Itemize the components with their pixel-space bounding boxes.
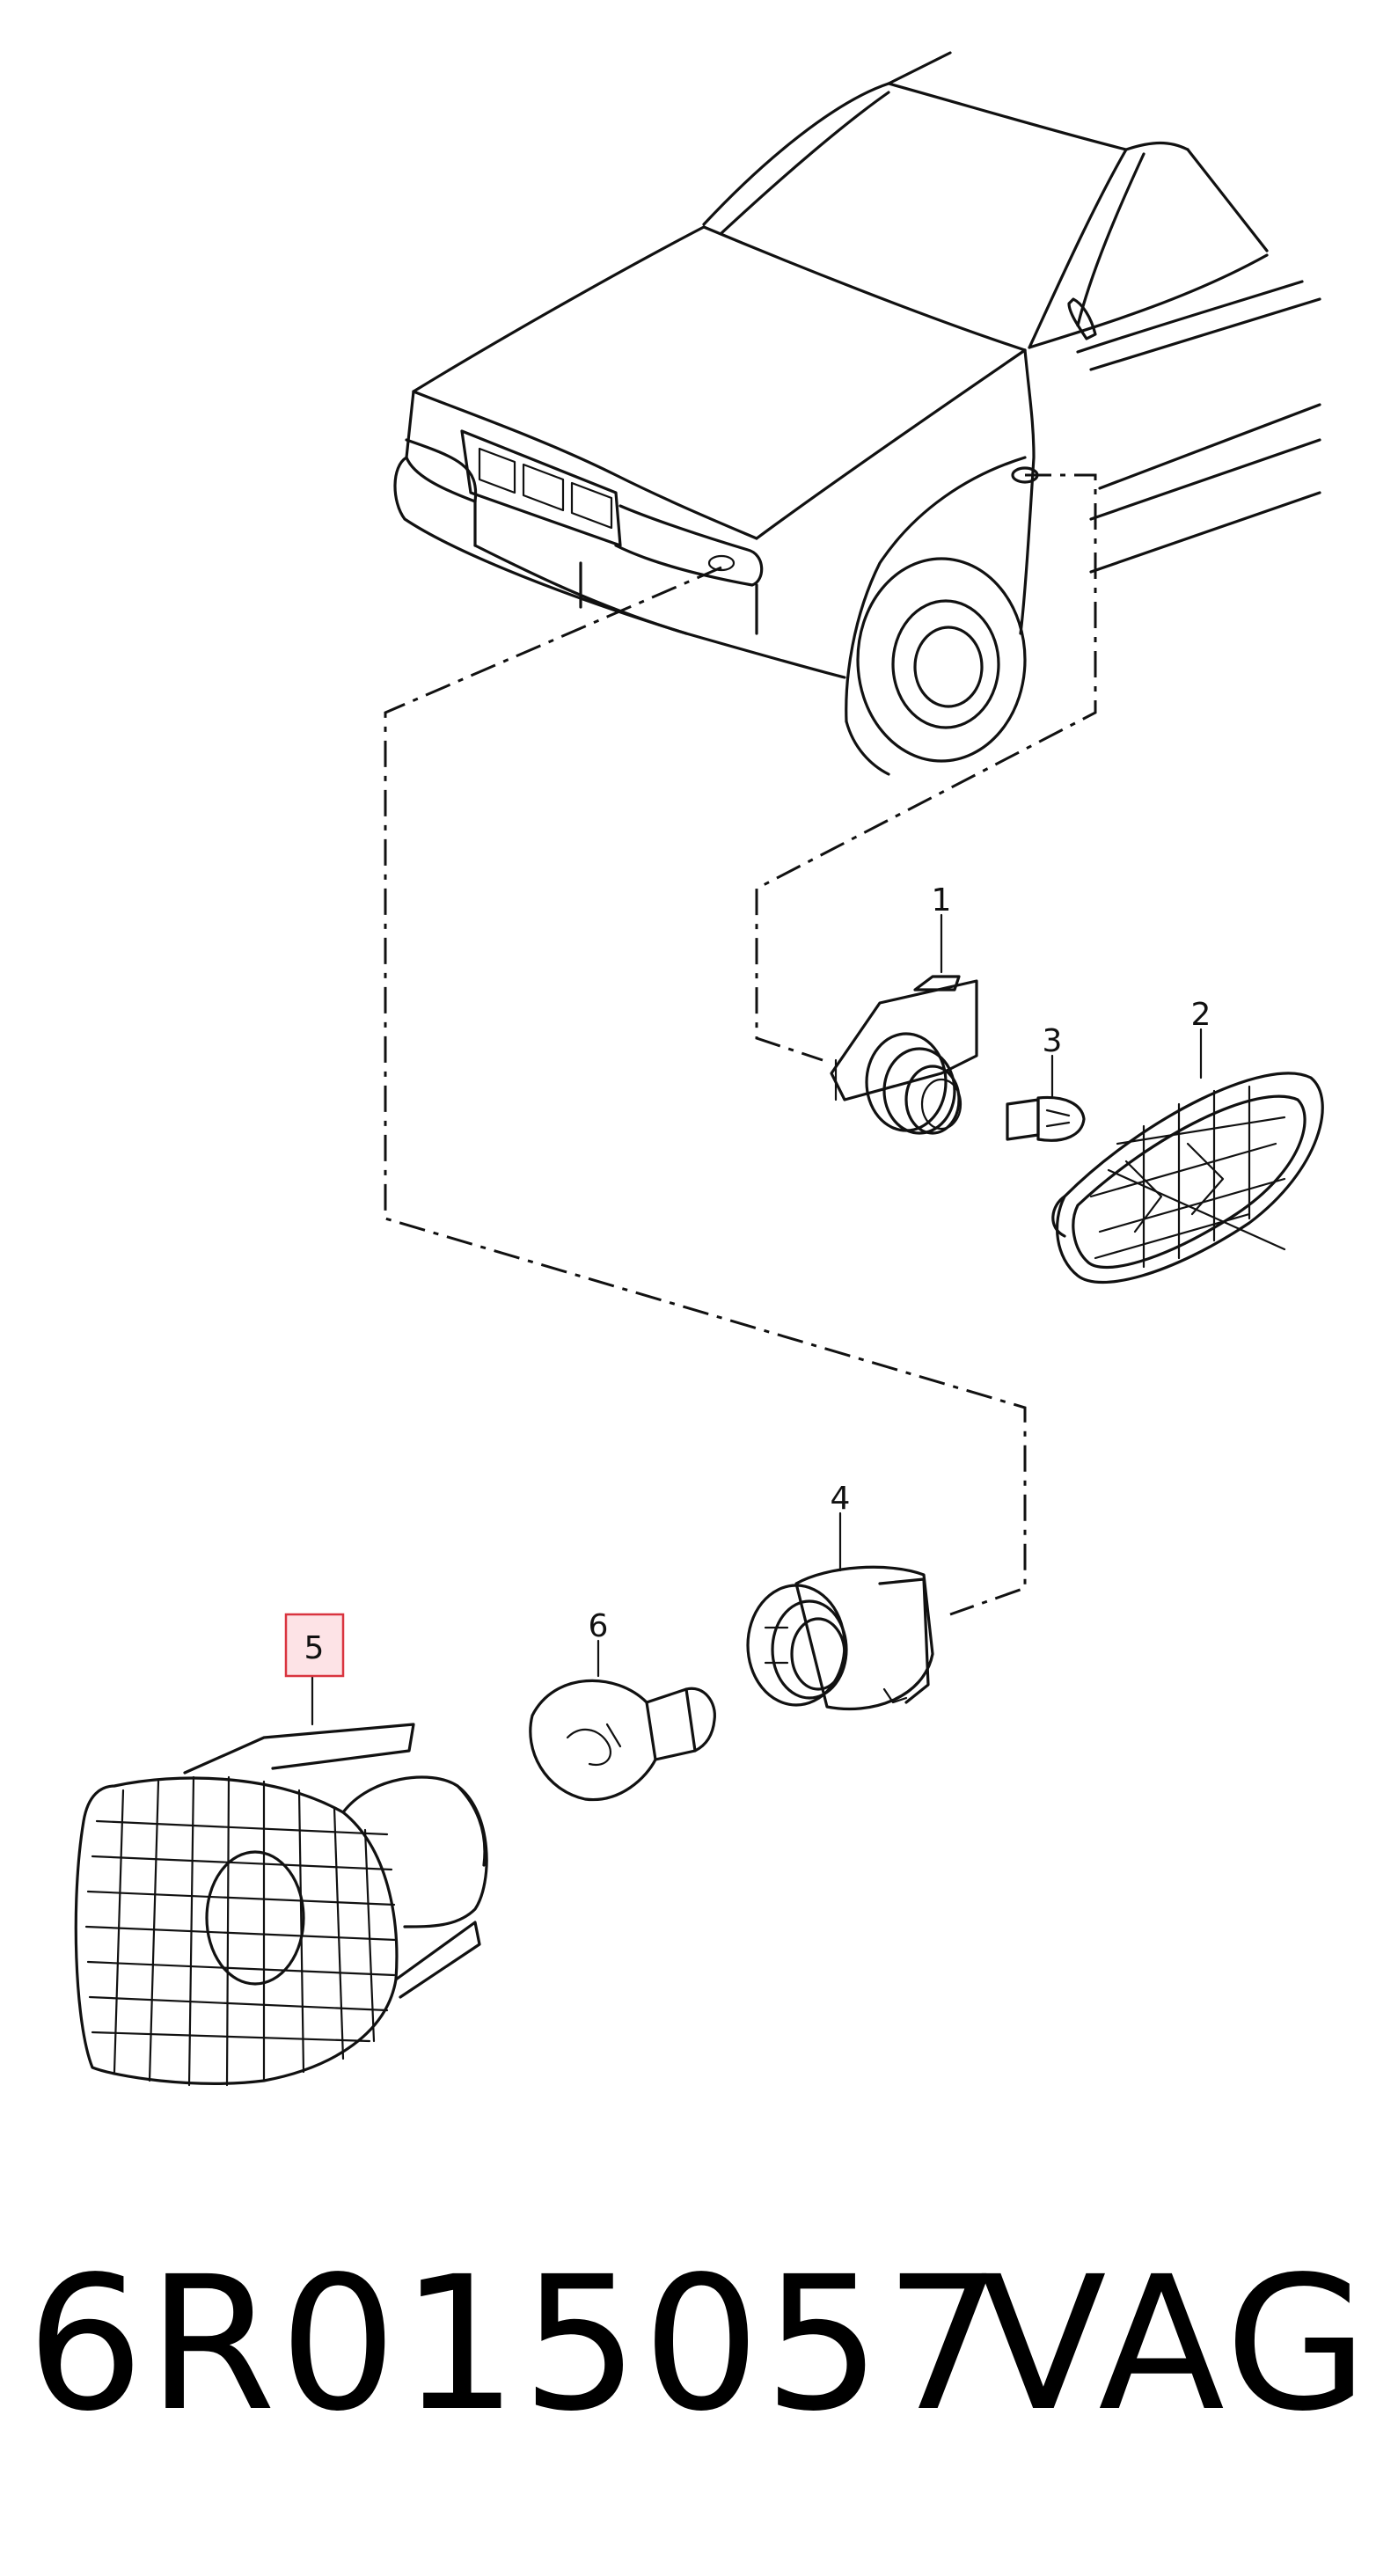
footer: 6R015057 VAG	[0, 2252, 1398, 2472]
callout-1-label: 1	[932, 882, 952, 918]
callout-3-label: 3	[1043, 1023, 1063, 1059]
part-4-socket	[746, 1511, 934, 1711]
part-number: 6R015057	[26, 2236, 1006, 2452]
callout-6-label: 6	[589, 1608, 609, 1644]
callout-2-label: 2	[1191, 997, 1211, 1033]
callout-5-label: 5	[304, 1630, 325, 1666]
callout-4: 4	[831, 1481, 851, 1517]
brand-name: VAG	[980, 2236, 1372, 2452]
part-3-bulb	[1006, 1054, 1086, 1142]
connector-lines	[384, 473, 1097, 1616]
callout-1: 1	[932, 882, 952, 918]
part-2-lens	[1051, 1028, 1324, 1284]
highlight-box	[284, 1613, 345, 1678]
part-6-bulb	[529, 1639, 716, 1802]
callout-6: 6	[589, 1608, 609, 1644]
callout-5-highlighted: 5	[284, 1613, 345, 1678]
part-1-socket	[830, 913, 978, 1135]
car-illustration	[393, 51, 1321, 776]
part-5-indicator	[74, 1670, 488, 2087]
callout-4-label: 4	[831, 1481, 851, 1517]
callout-3: 3	[1043, 1023, 1063, 1059]
callout-2: 2	[1191, 997, 1211, 1033]
